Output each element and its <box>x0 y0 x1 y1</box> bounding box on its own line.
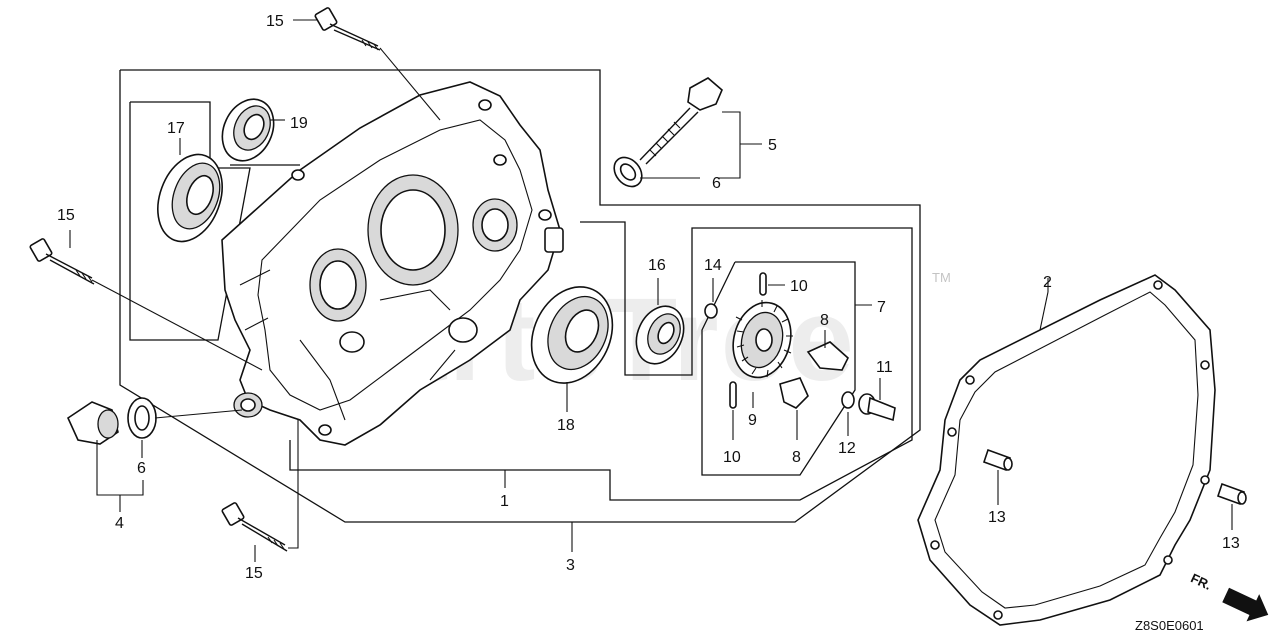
clip-14 <box>704 303 718 319</box>
crankcase-cover <box>221 81 564 446</box>
callout-8-top: 8 <box>820 312 829 329</box>
callout-19: 19 <box>290 115 308 132</box>
callout-12: 12 <box>838 440 856 457</box>
callout-1: 1 <box>500 493 509 510</box>
holder-8-bottom <box>779 377 809 409</box>
bearing-19 <box>221 98 275 162</box>
callout-2: 2 <box>1043 274 1052 291</box>
dowel-13-right <box>1216 482 1247 506</box>
callout-15-left: 15 <box>57 207 75 224</box>
gasket-2 <box>917 274 1216 626</box>
pin-10-bottom <box>729 381 737 409</box>
bearing-18 <box>530 286 614 384</box>
bearing-16 <box>635 305 685 365</box>
callout-10-top: 10 <box>790 278 808 295</box>
group-outline-3 <box>119 69 921 523</box>
callout-labels: 15 19 17 5 6 15 16 14 10 7 8 2 11 18 9 1… <box>57 13 1240 582</box>
callout-15-bottom: 15 <box>245 565 263 582</box>
group-outline-1 <box>129 101 913 501</box>
callout-13-mid: 13 <box>988 509 1006 526</box>
drain-plug-4 <box>66 401 119 445</box>
callout-10-bottom: 10 <box>723 449 741 466</box>
bolt-15-left <box>29 238 95 285</box>
bolt-15-bottom <box>221 502 288 552</box>
washer-6-left <box>127 397 157 439</box>
callout-15-top: 15 <box>266 13 284 30</box>
callout-18: 18 <box>557 417 575 434</box>
callout-8-bottom: 8 <box>792 449 801 466</box>
o-ring-6-top <box>613 156 643 188</box>
callout-6-top: 6 <box>712 175 721 192</box>
shaft-11 <box>858 393 896 422</box>
pin-10-top <box>759 272 767 296</box>
leader-lines <box>69 19 1233 562</box>
callout-7: 7 <box>877 299 886 316</box>
group-outline-7 <box>701 261 856 476</box>
callout-14: 14 <box>704 257 722 274</box>
callout-5: 5 <box>768 137 777 154</box>
bolt-15-top <box>314 7 381 51</box>
callout-13-right: 13 <box>1222 535 1240 552</box>
front-direction-label: FR. <box>1188 570 1213 592</box>
callout-6-left: 6 <box>137 460 146 477</box>
oil-filler-cap-5 <box>639 77 723 165</box>
bearing-17 <box>157 153 223 243</box>
governor-gear-9 <box>732 300 793 379</box>
diagram-code: Z8S0E0601 <box>1135 618 1204 633</box>
dowel-13-mid <box>982 448 1013 472</box>
callout-16: 16 <box>648 257 666 274</box>
callout-3: 3 <box>566 557 575 574</box>
callout-11: 11 <box>876 359 893 376</box>
holder-8-top <box>806 341 849 371</box>
callout-9: 9 <box>748 412 757 429</box>
callout-17: 17 <box>167 120 185 137</box>
washer-12 <box>841 391 855 409</box>
callout-4: 4 <box>115 515 124 532</box>
watermark-trademark: TM <box>932 270 951 285</box>
